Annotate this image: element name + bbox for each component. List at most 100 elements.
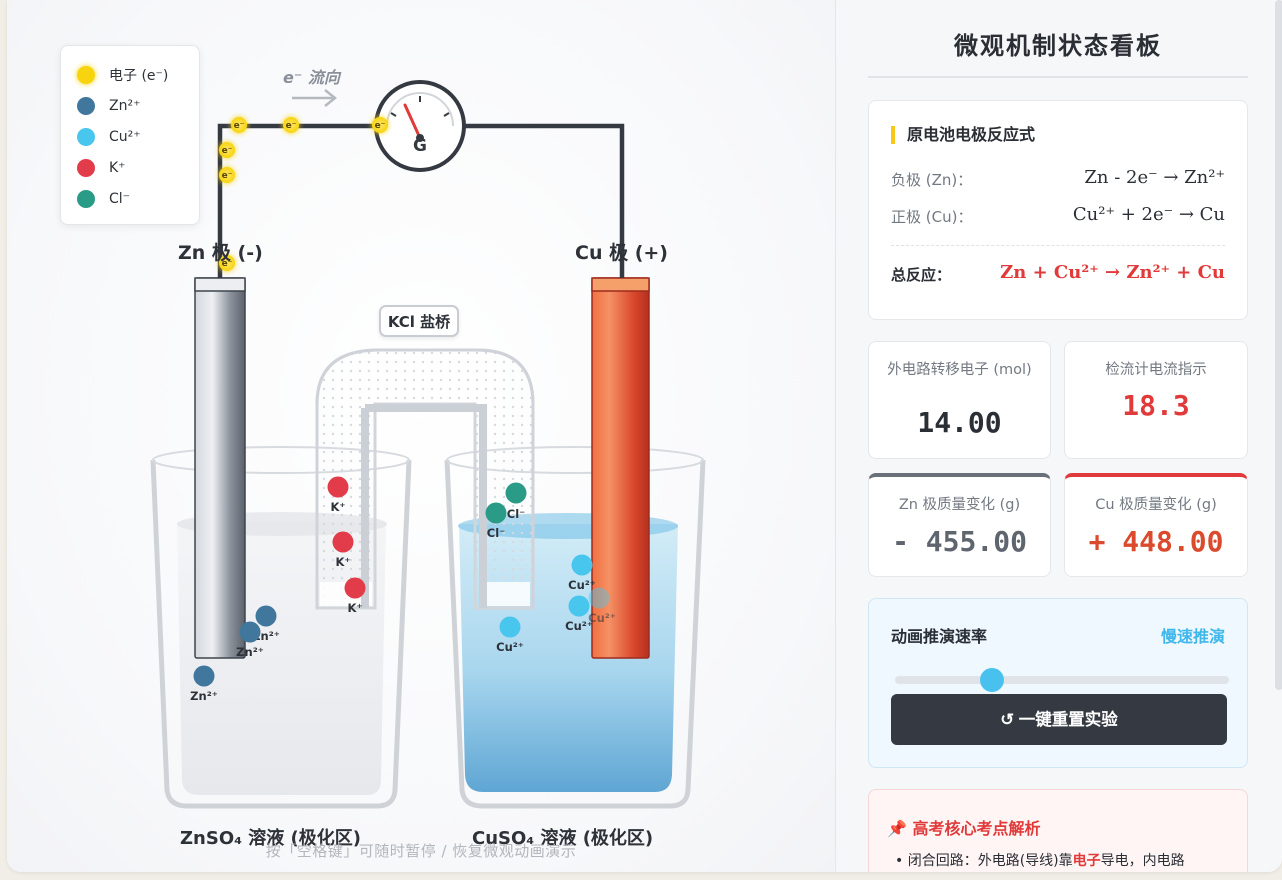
electrons-stat-card: 外电路转移电子 (mol) 14.00 xyxy=(868,341,1051,459)
cu-electrode xyxy=(591,277,650,659)
svg-text:e⁻: e⁻ xyxy=(286,121,297,131)
electron-flow-label: e⁻ 流向 xyxy=(283,68,340,87)
speed-value: 慢速推演 xyxy=(1160,627,1225,646)
current-stat-card: 检流计电流指示 18.3 xyxy=(1064,341,1248,459)
speed-control-card: 动画推演速率 慢速推演 ↺ 一键重置实验 xyxy=(868,598,1248,768)
experiment-stage: G e⁻e⁻e⁻e⁻e⁻e⁻ K⁺K⁺K⁺Cl⁻Cl⁻Zn²⁺Zn²⁺Zn²⁺C… xyxy=(7,0,835,872)
exam-tips-card: 📌 高考核心考点解析 • 闭合回路：外电路(导线)靠电子导电，内电路 xyxy=(868,789,1248,872)
legend-item-k: K⁺ xyxy=(77,157,126,179)
equation-divider xyxy=(891,245,1225,246)
svg-text:K⁺: K⁺ xyxy=(331,500,346,514)
legend-item-cl: Cl⁻ xyxy=(77,188,130,210)
app-window: G e⁻e⁻e⁻e⁻e⁻e⁻ K⁺K⁺K⁺Cl⁻Cl⁻Zn²⁺Zn²⁺Zn²⁺C… xyxy=(7,0,1282,872)
electron-particle: e⁻ xyxy=(219,142,235,158)
svg-text:Cu²⁺: Cu²⁺ xyxy=(588,611,616,625)
electron-flow-arrow xyxy=(292,89,338,107)
speed-label: 动画推演速率 xyxy=(891,627,988,646)
legend-item-electron: 电子 (e⁻) xyxy=(77,64,168,86)
equations-card: 原电池电极反应式 负极 (Zn)： Zn - 2e⁻ → Zn²⁺ 正极 (Cu… xyxy=(868,100,1248,320)
electron-particle: e⁻ xyxy=(231,117,247,133)
legend-item-cu: Cu²⁺ xyxy=(77,126,141,148)
status-panel: 微观机制状态看板 原电池电极反应式 负极 (Zn)： Zn - 2e⁻ → Zn… xyxy=(835,0,1282,872)
current-stat-value: 18.3 xyxy=(1122,389,1190,422)
svg-text:e⁻: e⁻ xyxy=(222,171,233,181)
ions: K⁺K⁺K⁺Cl⁻Cl⁻Zn²⁺Zn²⁺Zn²⁺Cu²⁺Cu²⁺Cu²⁺Cu²⁺ xyxy=(190,476,616,703)
svg-text:Cl⁻: Cl⁻ xyxy=(507,507,525,521)
positive-equation: Cu²⁺ + 2e⁻ → Cu xyxy=(1072,204,1225,225)
cu-ion-particle: Cu²⁺ xyxy=(565,595,593,633)
k-ion-particle: K⁺ xyxy=(332,531,354,569)
electron-particle: e⁻ xyxy=(283,117,299,133)
reset-experiment-button[interactable]: ↺ 一键重置实验 xyxy=(891,694,1227,745)
salt-bridge-label: KCl 盐桥 xyxy=(379,305,459,337)
svg-text:Cl⁻: Cl⁻ xyxy=(487,526,505,540)
electron-particle: e⁻ xyxy=(372,117,388,133)
cl-ion-particle: Cl⁻ xyxy=(485,502,507,540)
electrons-stat-value: 14.00 xyxy=(917,406,1002,439)
title-divider xyxy=(868,76,1248,78)
negative-label: 负极 (Zn)： xyxy=(891,171,973,189)
cu-mass-card: Cu 极质量变化 (g) + 448.00 xyxy=(1064,473,1248,577)
svg-text:Zn²⁺: Zn²⁺ xyxy=(236,645,264,659)
tips-line: • 闭合回路：外电路(导线)靠电子导电，内电路 xyxy=(895,853,1185,869)
current-stat-label: 检流计电流指示 xyxy=(1105,362,1207,378)
zn-mass-value: - 455.00 xyxy=(892,525,1027,558)
cu-mass-label: Cu 极质量变化 (g) xyxy=(1095,497,1217,513)
galvanometer: G xyxy=(374,80,466,172)
k-ion-particle: K⁺ xyxy=(344,577,366,615)
external-wire xyxy=(217,123,625,278)
legend-item-zn: Zn²⁺ xyxy=(77,95,140,117)
electron-particle: e⁻ xyxy=(219,167,235,183)
total-equation-row: 总反应： Zn + Cu²⁺ → Zn²⁺ + Cu xyxy=(891,262,1225,286)
cu-electrode-label: Cu 极 (+) xyxy=(575,242,668,264)
zn-ion-particle: Zn²⁺ xyxy=(190,665,218,703)
cu-ion-particle: Cu²⁺ xyxy=(568,554,596,592)
k-ion-particle: K⁺ xyxy=(327,476,349,514)
svg-text:e⁻: e⁻ xyxy=(234,121,245,131)
salt-bridge xyxy=(315,348,535,610)
panel-title: 微观机制状态看板 xyxy=(954,32,1162,60)
negative-equation-row: 负极 (Zn)： Zn - 2e⁻ → Zn²⁺ xyxy=(891,167,1225,191)
cu-ion-dot-icon xyxy=(77,128,95,146)
zn-electrode-label: Zn 极 (-) xyxy=(178,242,263,264)
zn-mass-label: Zn 极质量变化 (g) xyxy=(898,497,1021,513)
svg-text:Cu²⁺: Cu²⁺ xyxy=(568,578,596,592)
galvanometer-needle xyxy=(403,103,422,140)
left-solution-label: ZnSO₄ 溶液 (极化区) xyxy=(180,828,362,849)
cu-ion-particle: Cu²⁺ xyxy=(588,587,616,625)
zn-ion-dot-icon xyxy=(77,97,95,115)
positive-equation-row: 正极 (Cu)： Cu²⁺ + 2e⁻ → Cu xyxy=(891,204,1225,228)
total-label: 总反应： xyxy=(891,266,952,284)
tips-title: 📌 高考核心考点解析 xyxy=(887,819,1041,838)
cu-ion-particle: Cu²⁺ xyxy=(496,616,524,654)
zn-electrode xyxy=(194,277,246,659)
total-equation: Zn + Cu²⁺ → Zn²⁺ + Cu xyxy=(1000,262,1225,283)
panel-scrollbar[interactable] xyxy=(1275,0,1282,690)
svg-text:K⁺: K⁺ xyxy=(336,555,351,569)
keyboard-hint: 按「空格键」可随时暂停 / 恢复微观动画演示 xyxy=(265,842,577,860)
cu-mass-value: + 448.00 xyxy=(1088,525,1224,558)
galvanometer-symbol: G xyxy=(413,136,427,156)
svg-text:K⁺: K⁺ xyxy=(348,601,363,615)
particle-legend: 电子 (e⁻) Zn²⁺ Cu²⁺ K⁺ Cl⁻ xyxy=(60,45,200,225)
right-solution-label: CuSO₄ 溶液 (极化区) xyxy=(472,828,654,849)
svg-text:e⁻: e⁻ xyxy=(222,146,233,156)
zn-mass-card: Zn 极质量变化 (g) - 455.00 xyxy=(868,473,1051,577)
cl-ion-particle: Cl⁻ xyxy=(505,482,527,521)
electron-particle: e⁻ xyxy=(219,255,235,271)
negative-equation: Zn - 2e⁻ → Zn²⁺ xyxy=(1084,167,1225,188)
svg-text:Zn²⁺: Zn²⁺ xyxy=(190,689,218,703)
electrons: e⁻ e⁻ e⁻ e⁻ e⁻ e⁻ xyxy=(219,117,388,271)
positive-label: 正极 (Cu)： xyxy=(891,208,973,226)
apparatus-drawing: G e⁻e⁻e⁻e⁻e⁻e⁻ K⁺K⁺K⁺Cl⁻Cl⁻Zn²⁺Zn²⁺Zn²⁺C… xyxy=(150,80,706,809)
svg-text:Cu²⁺: Cu²⁺ xyxy=(565,619,593,633)
svg-text:e⁻: e⁻ xyxy=(222,259,233,269)
svg-text:e⁻: e⁻ xyxy=(375,121,386,131)
equations-title: 原电池电极反应式 xyxy=(891,126,1035,144)
electron-dot-icon xyxy=(77,66,95,84)
speed-slider-thumb[interactable] xyxy=(980,668,1004,692)
zn-ion-particle: Zn²⁺ xyxy=(236,621,264,659)
speed-slider[interactable] xyxy=(895,676,1229,684)
cl-ion-dot-icon xyxy=(77,190,95,208)
k-ion-dot-icon xyxy=(77,159,95,177)
